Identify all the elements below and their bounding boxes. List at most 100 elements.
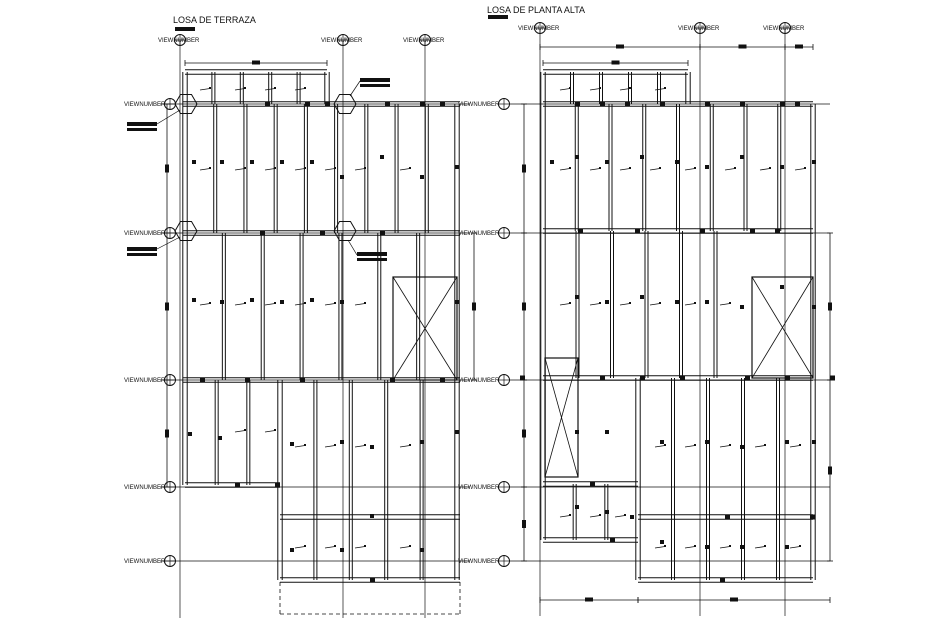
span-arrow	[724, 168, 736, 171]
span-arrow-head	[799, 444, 801, 446]
rebar-mark	[675, 300, 679, 304]
column	[380, 230, 385, 236]
span-arrow	[559, 168, 571, 171]
dimension-value-mark	[522, 164, 526, 173]
column	[200, 377, 205, 383]
span-arrow-head	[659, 302, 661, 304]
rebar-mark	[420, 440, 424, 444]
grid-tag-label: VIEWNUMBER	[458, 378, 500, 384]
span-arrow	[654, 546, 666, 549]
opening-frame	[544, 357, 579, 478]
rebar-mark	[310, 160, 314, 164]
title-underline-mark	[488, 15, 508, 19]
opening-diagonal	[751, 276, 814, 379]
column	[320, 230, 325, 236]
rebar-mark	[575, 505, 579, 509]
grid-tag-label: VIEWNUMBER	[124, 102, 166, 108]
span-arrow-head	[334, 167, 336, 169]
rebar-mark	[380, 155, 384, 159]
rebar-mark	[812, 440, 816, 444]
span-arrow	[294, 546, 306, 549]
span-arrow-head	[599, 302, 601, 304]
grid-tag-label: VIEWNUMBER	[678, 26, 720, 32]
span-arrow	[719, 546, 731, 549]
span-arrow-head	[659, 167, 661, 169]
span-arrow-head	[694, 444, 696, 446]
span-arrow	[399, 445, 411, 448]
span-arrow	[684, 546, 696, 549]
opening-diagonal	[392, 276, 458, 381]
title-losa-de-terraza: LOSA DE TERRAZA	[173, 15, 256, 25]
span-arrow-head	[409, 444, 411, 446]
opening-diagonal	[544, 357, 579, 478]
column	[390, 377, 395, 383]
rebar-mark	[192, 298, 196, 302]
dimension-value-mark	[522, 429, 526, 438]
span-arrow-head	[274, 429, 276, 431]
span-arrow	[619, 168, 631, 171]
span-arrow-head	[304, 302, 306, 304]
dimension-value-mark	[165, 302, 169, 311]
span-arrow	[684, 303, 696, 306]
span-arrow-head	[569, 167, 571, 169]
rebar-mark	[218, 436, 222, 440]
column	[780, 101, 785, 107]
column	[750, 228, 755, 234]
span-arrow-head	[244, 167, 246, 169]
span-arrow-head	[334, 302, 336, 304]
span-arrow	[559, 303, 571, 306]
rebar-mark	[250, 160, 254, 164]
column	[635, 228, 640, 234]
span-arrow-head	[764, 545, 766, 547]
rebar-mark	[780, 165, 784, 169]
span-arrow	[324, 445, 336, 448]
dimension-value-mark	[472, 302, 476, 311]
grid-tag-label: VIEWNUMBER	[403, 38, 445, 44]
span-arrow	[294, 88, 306, 91]
grid-tag-label: VIEWNUMBER	[763, 26, 805, 32]
leader-line	[156, 236, 181, 250]
rebar-mark	[740, 305, 744, 309]
span-arrow	[354, 168, 366, 171]
dimension-value-mark	[522, 302, 526, 311]
grid-tag-label: VIEWNUMBER	[124, 559, 166, 565]
column	[440, 377, 445, 383]
rebar-mark	[705, 440, 709, 444]
span-arrow	[654, 88, 666, 91]
callout-tag	[360, 84, 390, 87]
column	[775, 228, 780, 234]
column	[830, 375, 835, 381]
span-arrow-head	[599, 514, 601, 516]
span-arrow-head	[569, 87, 571, 89]
rebar-mark	[640, 295, 644, 299]
span-arrow	[589, 168, 601, 171]
rebar-mark	[605, 430, 609, 434]
dimension-value-mark	[522, 520, 526, 528]
rebar-mark	[640, 155, 644, 159]
span-arrow	[789, 546, 801, 549]
span-arrow	[614, 515, 626, 518]
span-arrow-head	[729, 302, 731, 304]
span-arrow	[199, 88, 211, 91]
rebar-mark	[340, 440, 344, 444]
column	[660, 101, 665, 107]
grid-tag-label: VIEWNUMBER	[458, 485, 500, 491]
span-arrow-head	[729, 444, 731, 446]
rebar-mark	[280, 300, 284, 304]
span-arrow-head	[364, 167, 366, 169]
span-arrow-head	[304, 167, 306, 169]
span-arrow	[619, 88, 631, 91]
column	[745, 375, 750, 381]
callout-tag	[127, 128, 157, 131]
column	[578, 228, 583, 234]
column-detail-marker	[174, 94, 198, 114]
plan-labels: LOSA DE TERRAZA LOSA DE PLANTA ALTA	[173, 5, 585, 31]
grid-tag-label: VIEWNUMBER	[458, 559, 500, 565]
span-arrow	[789, 445, 801, 448]
span-arrow-head	[694, 167, 696, 169]
rebar-mark	[660, 540, 664, 544]
opening-frame	[751, 276, 814, 379]
rebar-mark	[340, 300, 344, 304]
column	[600, 101, 605, 107]
grid-tag-label: VIEWNUMBER	[458, 102, 500, 108]
